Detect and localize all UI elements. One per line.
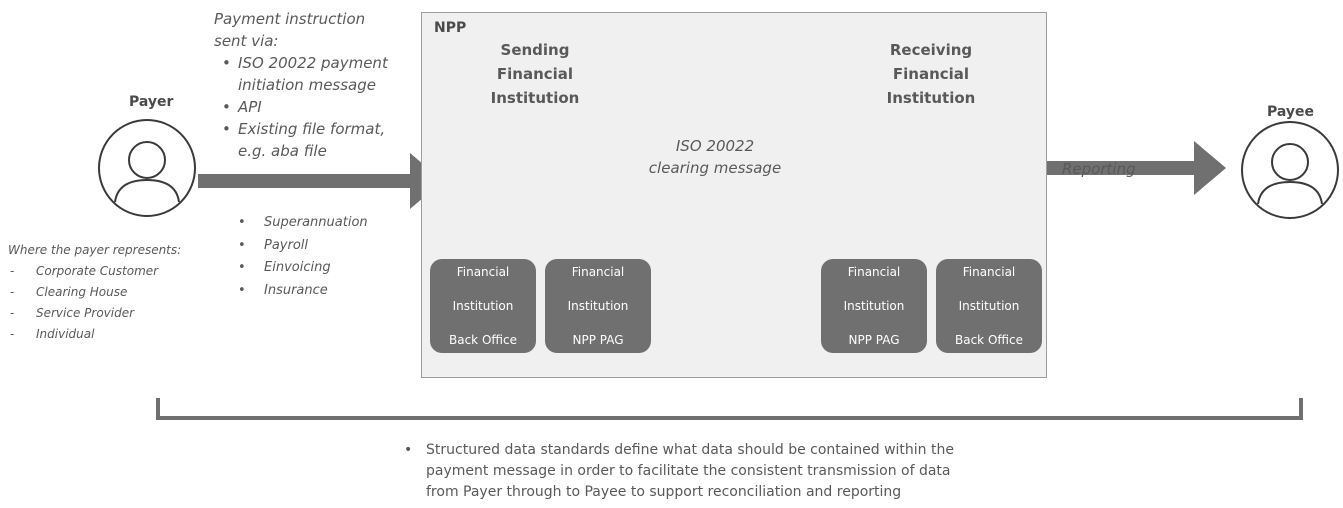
sending-fi-title: Sending Financial Institution [490, 41, 580, 107]
reporting-label: Reporting [1062, 160, 1136, 178]
payee-label: Payee [1267, 104, 1315, 120]
structured-data-note: • Structured data standards define what … [404, 440, 1052, 503]
instruction-item: Existing file format,e.g. aba file [222, 118, 414, 162]
represents-item: Individual [8, 324, 181, 345]
payer-label: Payer [129, 94, 174, 110]
represents-item: Corporate Customer [8, 261, 181, 282]
bottom-bracket [156, 398, 1303, 420]
use-case-item: Insurance [238, 280, 368, 303]
note-bullet: • [404, 442, 413, 458]
payment-instruction-text: Payment instruction sent via: ISO 20022 … [214, 8, 414, 162]
instruction-item: API [222, 96, 414, 118]
represents-item: Service Provider [8, 303, 181, 324]
receiving-fi-title: Receiving Financial Institution [886, 41, 976, 107]
note-line: from Payer through to Payee to support r… [426, 484, 902, 500]
payer-represents-title: Where the payer represents: [8, 243, 182, 257]
note-line: payment message in order to facilitate t… [426, 463, 951, 479]
note-line: Structured data standards define what da… [426, 442, 954, 458]
payer-represents-list: Where the payer represents: Corporate Cu… [8, 240, 181, 345]
arrow-receiving-to-payee [1012, 141, 1226, 195]
payee-person-icon [1241, 121, 1339, 219]
use-case-item: Einvoicing [238, 257, 368, 280]
represents-item: Clearing House [8, 282, 181, 303]
use-case-item: Superannuation [238, 212, 368, 235]
npp-label: NPP [434, 20, 467, 36]
payment-instruction-title-2: sent via: [214, 32, 279, 50]
clearing-message-label: ISO 20022 clearing message [648, 137, 782, 177]
use-case-list: Superannuation Payroll Einvoicing Insura… [238, 212, 368, 302]
payer-person-icon [98, 119, 196, 217]
use-case-item: Payroll [238, 235, 368, 258]
payment-instruction-title-1: Payment instruction [214, 10, 366, 28]
